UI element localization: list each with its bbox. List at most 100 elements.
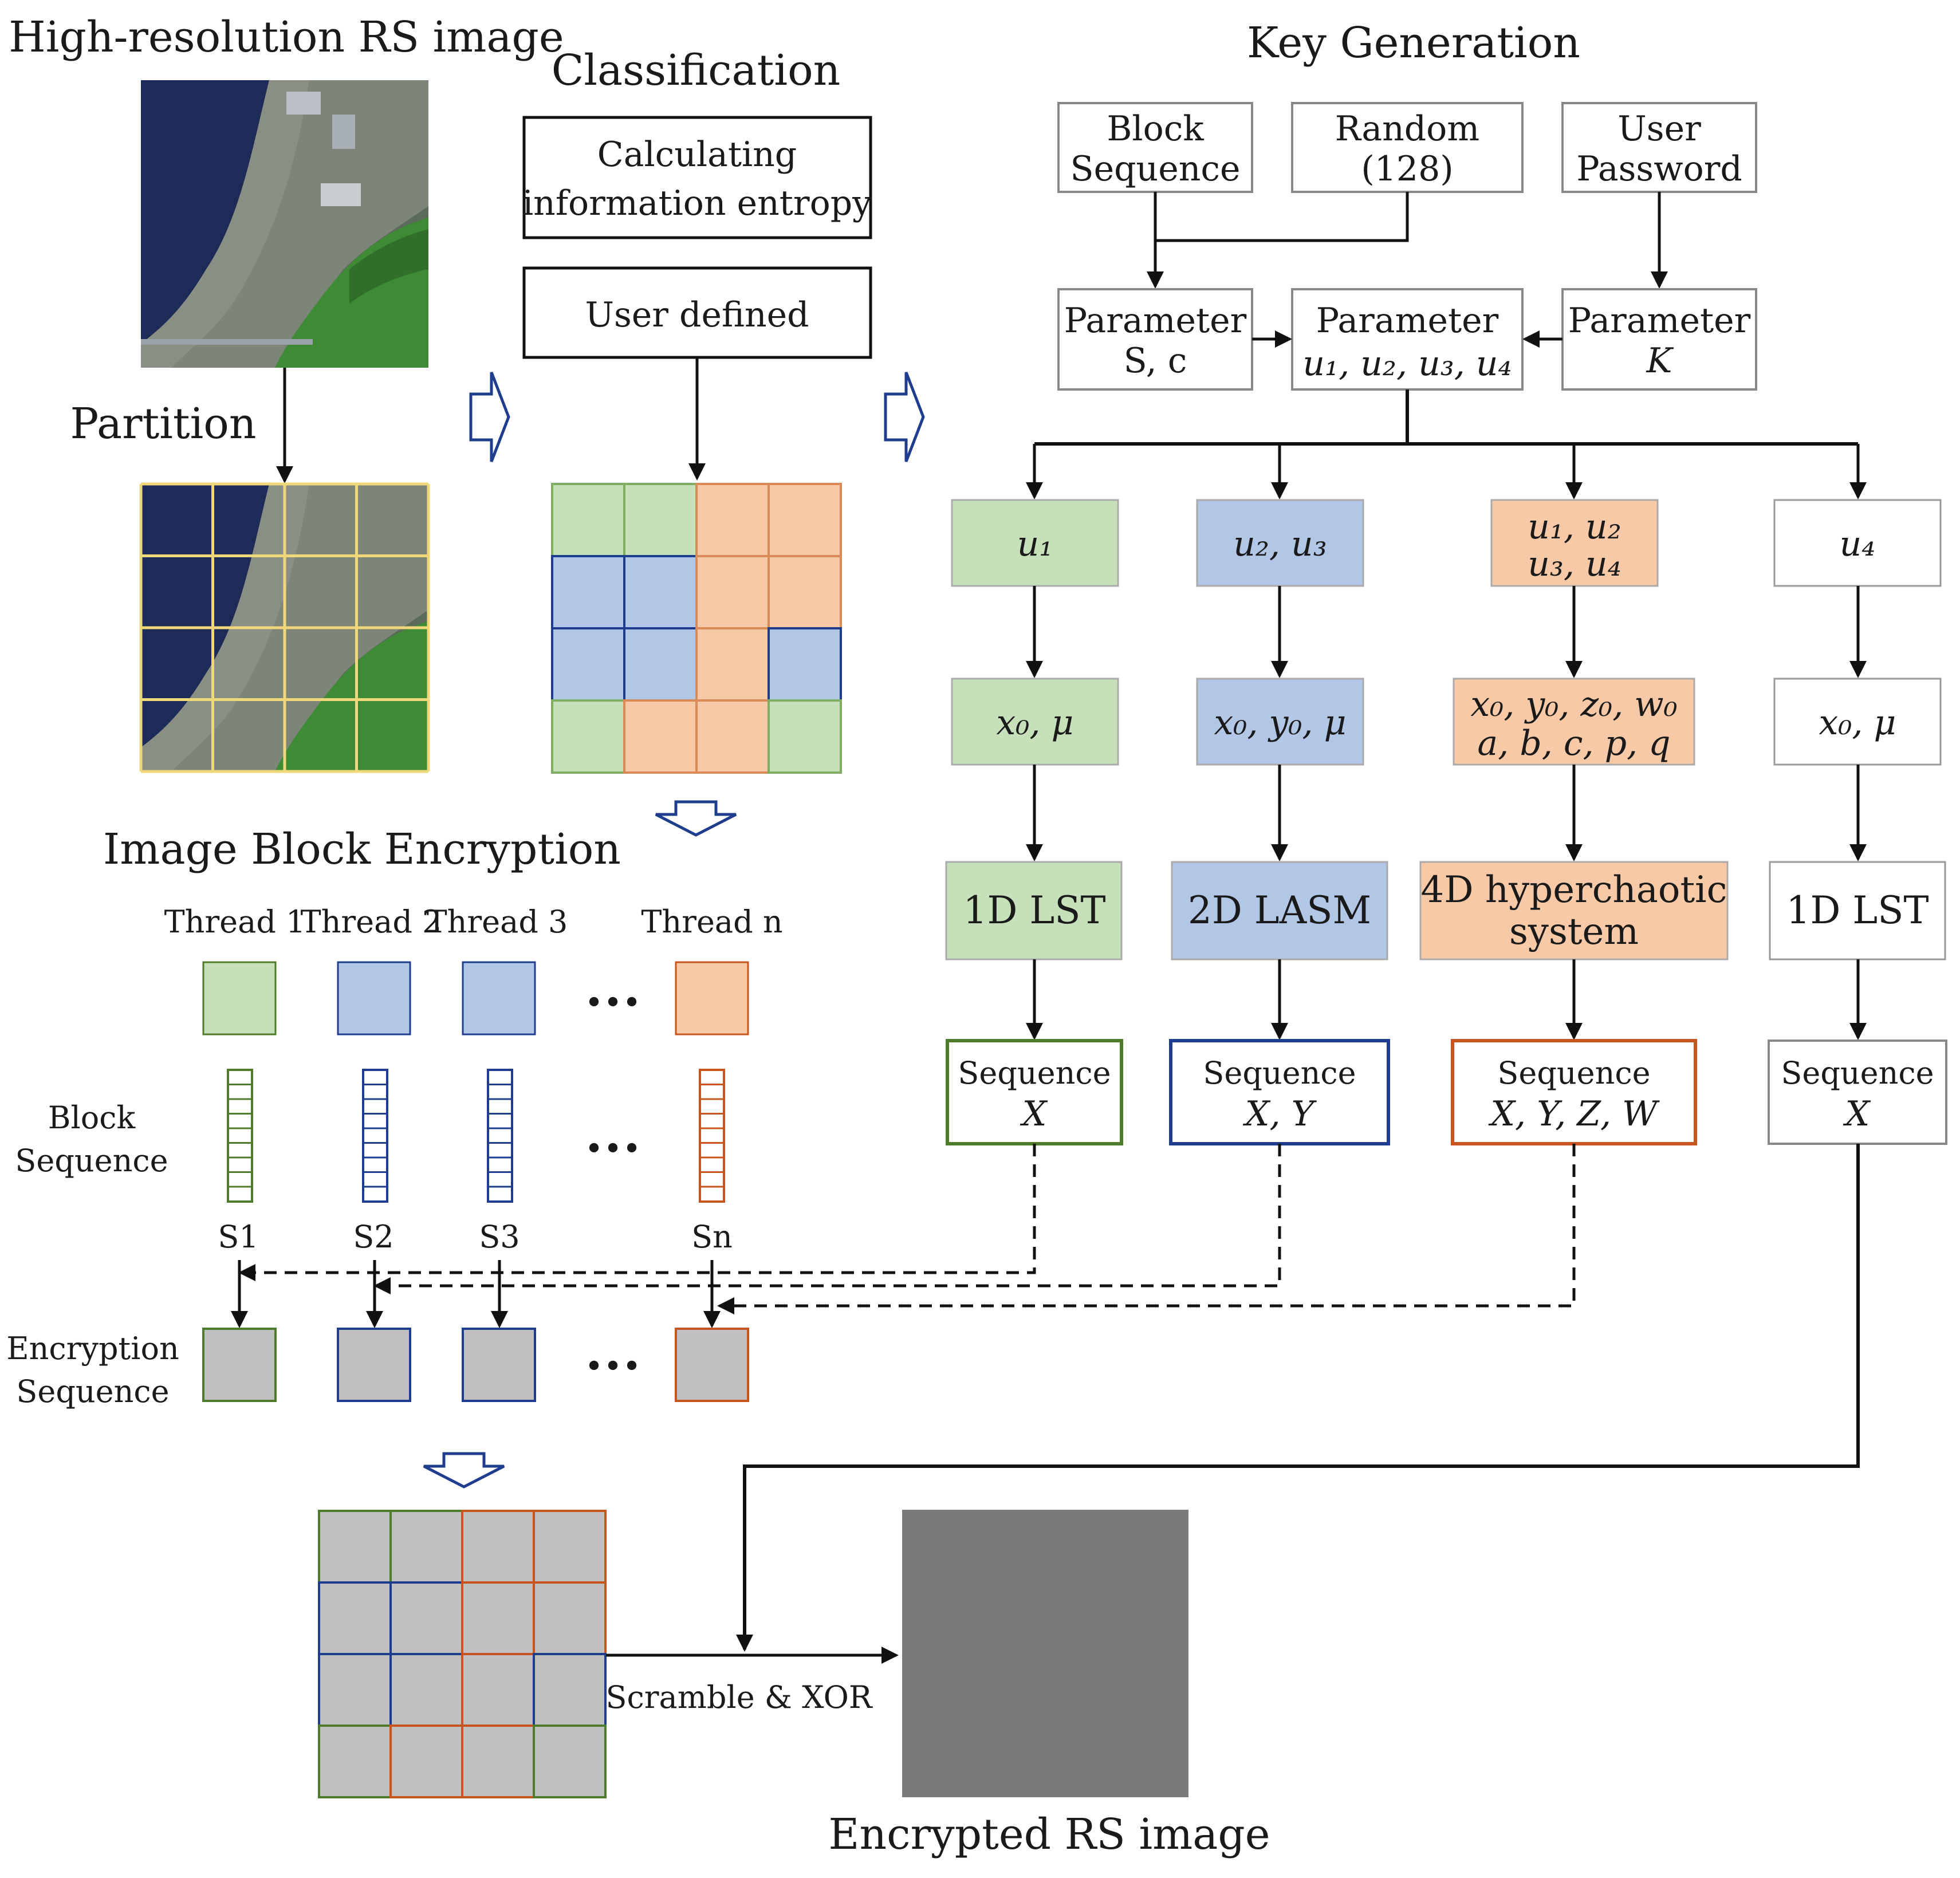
encrypted-cell xyxy=(389,1581,463,1655)
svg-text:Parameter: Parameter xyxy=(1064,301,1247,341)
block-sequence-column-3 xyxy=(487,1069,513,1203)
sequence-x-to-scramble-line xyxy=(736,1144,1860,1652)
dashed-feed-3 xyxy=(717,1144,1576,1314)
svg-text:X, Y: X, Y xyxy=(1243,1094,1317,1134)
parameter-k-box: Parameter K xyxy=(1561,288,1757,391)
svg-text:system: system xyxy=(1509,911,1639,953)
branch-1: u₁ x₀, μ 1D LST Sequence X xyxy=(945,499,1123,1145)
svg-text:1D LST: 1D LST xyxy=(963,888,1106,932)
hollow-arrow-right-1 xyxy=(469,372,510,462)
class-cell-orange xyxy=(695,699,770,774)
branch-4-u-box xyxy=(1773,499,1942,587)
thread-3-block xyxy=(462,961,536,1036)
block-sequence-column-2 xyxy=(362,1069,388,1203)
encrypted-cell xyxy=(533,1725,607,1798)
ellipsis-1: ••• xyxy=(584,985,641,1022)
encrypted-cell xyxy=(533,1653,607,1727)
svg-text:1D LST: 1D LST xyxy=(1786,888,1929,932)
enc-block-1 xyxy=(202,1328,277,1402)
branch-2: u₂, u₃ x₀, y₀, μ 2D LASM Sequence X, Y xyxy=(1169,499,1390,1145)
svg-text:Sequence: Sequence xyxy=(1070,149,1241,189)
random-to-sc-connector xyxy=(1155,192,1409,242)
svg-text:2D LASM: 2D LASM xyxy=(1188,888,1371,932)
svg-text:a, b, c, p, q: a, b, c, p, q xyxy=(1477,723,1670,763)
svg-text:u₁, u₂, u₃, u₄: u₁, u₂, u₃, u₄ xyxy=(1302,344,1512,384)
encrypted-cell xyxy=(461,1653,535,1727)
class-cell-blue xyxy=(768,627,842,702)
encrypted-cell xyxy=(461,1581,535,1655)
svg-text:information entropy: information entropy xyxy=(522,183,872,223)
user-defined-box: User defined xyxy=(522,266,872,359)
svg-text:Block: Block xyxy=(1107,109,1204,149)
parameter-distribution-bus xyxy=(1034,389,1858,446)
branch-2-init-box xyxy=(1196,678,1364,766)
rs-image-title: High-resolution RS image xyxy=(9,13,564,62)
thread-1-label: Thread 1 xyxy=(164,904,306,940)
branch-3-init-box xyxy=(1453,678,1695,766)
thread-3-label: Thread 3 xyxy=(427,904,568,940)
branch-1-sequence-box xyxy=(946,1039,1123,1145)
encrypted-cell xyxy=(389,1653,463,1727)
sequence-to-encryption-arrows xyxy=(231,1260,721,1328)
thread-1-block xyxy=(202,961,277,1036)
hollow-arrow-down-2 xyxy=(423,1452,505,1489)
classification-grid xyxy=(551,483,842,774)
sequence-labels: S1 S2 S3 Sn xyxy=(218,1219,733,1255)
class-cell-orange xyxy=(623,699,698,774)
svg-text:User defined: User defined xyxy=(585,295,809,335)
s1-label: S1 xyxy=(218,1219,258,1255)
s2-label: S2 xyxy=(353,1219,393,1255)
class-cell-blue xyxy=(551,555,625,629)
block-encryption-title: Image Block Encryption xyxy=(103,825,621,874)
branch-2-system-box xyxy=(1171,861,1388,960)
encryption-sequence-label-l2: Sequence xyxy=(16,1373,169,1410)
s3-label: S3 xyxy=(479,1219,519,1255)
scramble-xor-label: Scramble & XOR xyxy=(605,1679,872,1715)
class-cell-green xyxy=(551,483,625,557)
block-sequence-label-l1: Block xyxy=(48,1100,136,1136)
partitioned-image xyxy=(139,482,430,773)
svg-text:X: X xyxy=(1843,1094,1871,1134)
encryption-sequence-label-l1: Encryption xyxy=(6,1330,179,1367)
encrypted-rs-image xyxy=(902,1510,1188,1797)
svg-text:X, Y, Z, W: X, Y, Z, W xyxy=(1488,1094,1660,1134)
class-cell-orange xyxy=(695,627,770,702)
encrypted-cell xyxy=(389,1725,463,1798)
partition-title: Partition xyxy=(70,399,257,448)
svg-text:u₃, u₄: u₃, u₄ xyxy=(1528,544,1621,584)
class-cell-green xyxy=(768,699,842,774)
block-sequence-columns xyxy=(227,1069,725,1203)
class-cell-blue xyxy=(623,555,698,629)
class-cell-blue xyxy=(623,627,698,702)
encrypted-image-title: Encrypted RS image xyxy=(828,1810,1270,1859)
encrypted-cell xyxy=(533,1510,607,1584)
encrypted-block-grid xyxy=(318,1510,607,1798)
encrypted-cell xyxy=(318,1510,392,1584)
branch-2-u-box xyxy=(1196,499,1364,587)
hollow-arrow-down-1 xyxy=(655,800,737,837)
dashed-feed-2 xyxy=(373,1144,1281,1294)
parameter-sc-box: Parameter S, c xyxy=(1057,288,1253,391)
encrypted-cell xyxy=(461,1725,535,1798)
encrypted-cell xyxy=(318,1653,392,1727)
class-cell-orange xyxy=(695,483,770,557)
thread-n-label: Thread n xyxy=(641,904,782,940)
svg-text:S, c: S, c xyxy=(1124,341,1187,381)
encrypted-cell xyxy=(318,1581,392,1655)
svg-text:Parameter: Parameter xyxy=(1316,301,1499,341)
class-cell-orange xyxy=(768,483,842,557)
svg-text:Password: Password xyxy=(1576,149,1742,189)
branch-3-u-box xyxy=(1490,499,1659,587)
svg-text:x₀, μ: x₀, μ xyxy=(1819,703,1896,743)
encrypted-cell xyxy=(389,1510,463,1584)
class-cell-green xyxy=(623,483,698,557)
svg-text:X: X xyxy=(1020,1094,1048,1134)
svg-text:x₀, μ: x₀, μ xyxy=(996,703,1073,743)
svg-text:User: User xyxy=(1617,109,1701,149)
entropy-box: Calculating information entropy xyxy=(522,116,872,239)
encryption-blocks: ••• xyxy=(202,1328,749,1402)
branch-3-sequence-box xyxy=(1451,1039,1697,1145)
block-sequence-column-4 xyxy=(699,1069,725,1203)
svg-text:u₁, u₂: u₁, u₂ xyxy=(1528,507,1621,547)
